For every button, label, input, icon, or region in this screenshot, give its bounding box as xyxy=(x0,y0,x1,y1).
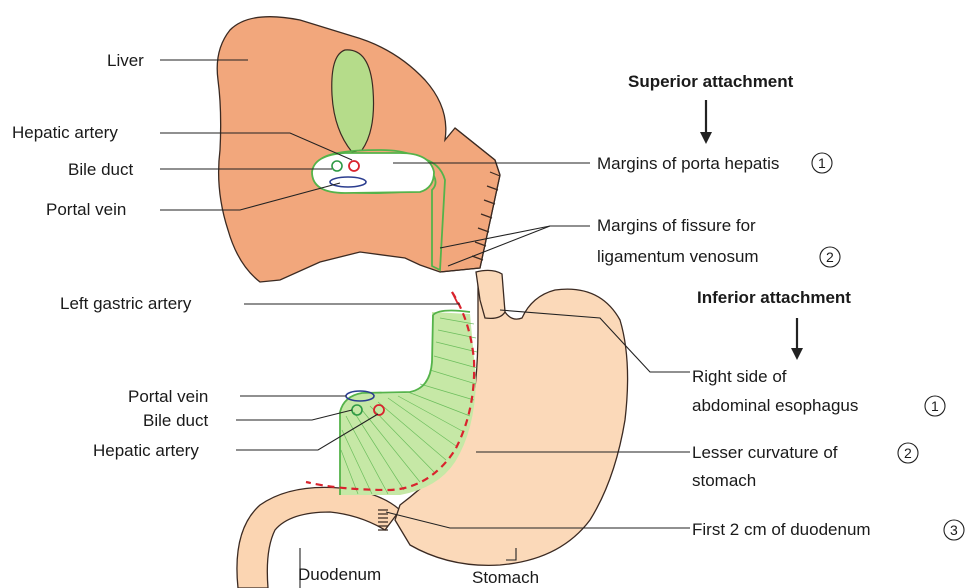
inferior-arrow-head xyxy=(791,348,803,360)
label-right-side-2: abdominal esophagus xyxy=(692,396,858,415)
superior-arrow-head xyxy=(700,132,712,144)
label-margins-porta-num: 1 xyxy=(818,155,826,171)
label-first-2cm: First 2 cm of duodenum xyxy=(692,520,871,539)
label-stomach: Stomach xyxy=(472,568,539,587)
label-right-side-num: 1 xyxy=(931,398,939,414)
label-hepatic-artery-top: Hepatic artery xyxy=(12,123,118,142)
label-margins-fissure-num: 2 xyxy=(826,249,834,265)
label-margins-porta: Margins of porta hepatis xyxy=(597,154,779,173)
leader-bile-duct-bottom xyxy=(236,410,352,420)
label-right-side-1: Right side of xyxy=(692,367,787,386)
liver-illustration xyxy=(217,17,500,282)
label-first-2cm-num: 3 xyxy=(950,522,958,538)
left-gastric-artery-tail xyxy=(452,292,458,304)
label-portal-vein-top: Portal vein xyxy=(46,200,126,219)
label-lesser-curv-num: 2 xyxy=(904,445,912,461)
label-margins-fissure-1: Margins of fissure for xyxy=(597,216,756,235)
label-superior-attachment: Superior attachment xyxy=(628,72,794,91)
label-lesser-curv-2: stomach xyxy=(692,471,756,490)
label-lesser-curv-1: Lesser curvature of xyxy=(692,443,838,462)
label-bile-duct-bottom: Bile duct xyxy=(143,411,208,430)
label-left-gastric-artery: Left gastric artery xyxy=(60,294,192,313)
label-portal-vein-bottom: Portal vein xyxy=(128,387,208,406)
label-inferior-attachment: Inferior attachment xyxy=(697,288,851,307)
label-duodenum: Duodenum xyxy=(298,565,381,584)
stomach-illustration xyxy=(237,270,628,588)
number-circles xyxy=(812,153,964,540)
label-hepatic-artery-bottom: Hepatic artery xyxy=(93,441,199,460)
porta-hepatis-box xyxy=(312,153,434,193)
label-liver: Liver xyxy=(107,51,144,70)
label-bile-duct-top: Bile duct xyxy=(68,160,133,179)
label-margins-fissure-2: ligamentum venosum xyxy=(597,247,759,266)
